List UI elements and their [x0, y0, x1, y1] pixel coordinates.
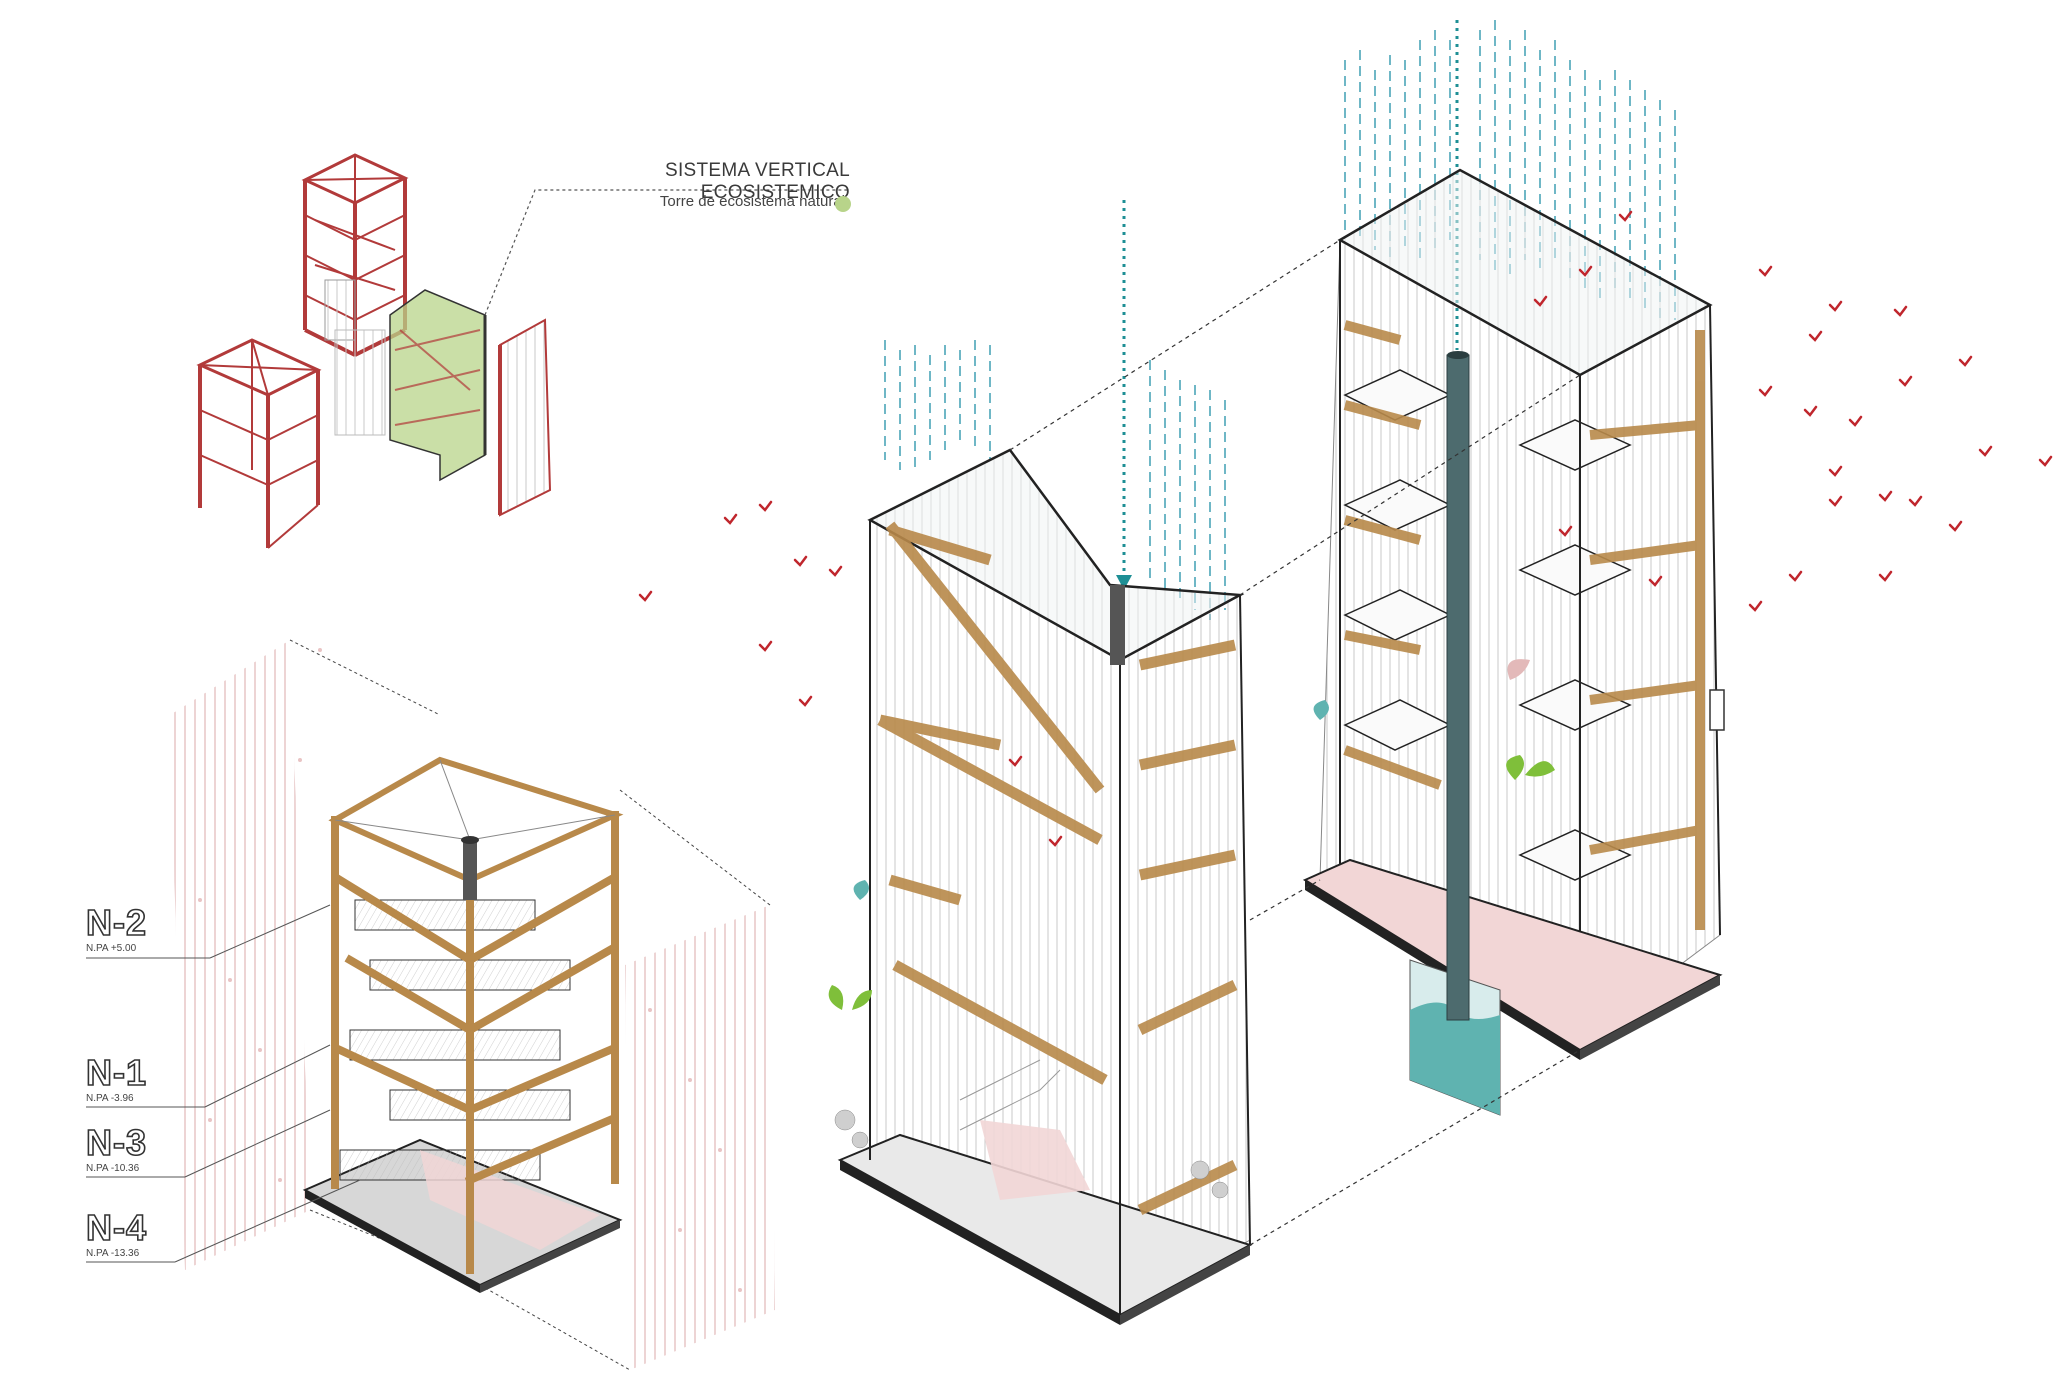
timber-frame	[328, 756, 624, 1274]
downpipe-column-left	[463, 840, 477, 900]
diagram-subtitle: Torre de ecosistema natural	[659, 193, 845, 210]
level-code: N-4	[85, 1207, 148, 1248]
timber-beams-right	[1343, 320, 1705, 930]
plant-icon	[1313, 659, 1555, 780]
rain-lines	[884, 340, 1226, 620]
level-elevation: N.PA -3.96	[86, 1093, 134, 1104]
level-elevation: N.PA -10.36	[86, 1163, 140, 1174]
exploded-modules	[196, 153, 850, 549]
projection-lines	[1009, 239, 1581, 1246]
diagram-title: SISTEMA VERTICAL ECOSISTEMICO	[664, 160, 850, 203]
level-elevation: N.PA +5.00	[86, 943, 137, 954]
level-code: N-1	[85, 1052, 148, 1093]
level-label-n2: N-2 N.PA +5.00	[85, 902, 206, 954]
level-label-n1: N-1 N.PA -3.96	[85, 1052, 206, 1104]
tower-left	[170, 639, 775, 1371]
bird-icon	[638, 210, 2053, 847]
module-core	[334, 329, 386, 436]
module-facade-panel	[498, 318, 552, 517]
level-code: N-3	[85, 1122, 148, 1163]
level-label-n3: N-3 N.PA -10.36	[85, 1122, 206, 1174]
module-red-left	[196, 338, 322, 549]
facade-mesh-left	[170, 640, 310, 1270]
water-tank-icon	[1409, 959, 1501, 1116]
level-code: N-2	[85, 902, 148, 943]
tower-middle	[828, 200, 1253, 1325]
legend-color-dot	[835, 196, 851, 212]
level-elevation: N.PA -13.36	[86, 1248, 140, 1259]
downpipe-column-middle	[1110, 585, 1125, 665]
leader-line	[484, 189, 850, 316]
facade-mesh-right	[625, 905, 775, 1370]
level-label-n4: N-4 N.PA -13.36	[85, 1207, 206, 1259]
tower-right	[1302, 20, 1725, 1116]
plant-icon	[828, 880, 872, 1010]
module-green-highlight	[389, 289, 487, 482]
timber-beams-middle	[877, 521, 1238, 1215]
